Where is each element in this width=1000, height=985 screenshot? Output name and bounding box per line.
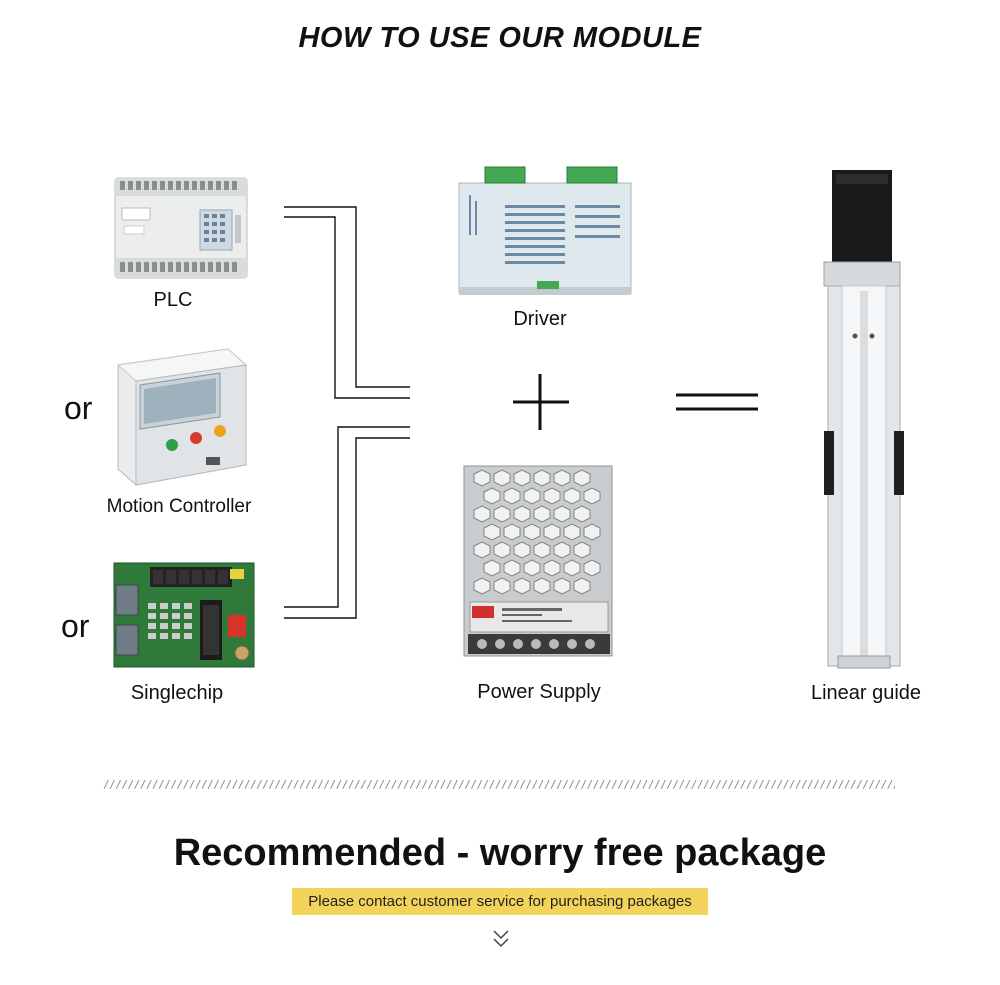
motion-controller-label: Motion Controller: [106, 496, 252, 517]
power-supply-label: Power Supply: [477, 681, 601, 703]
singlechip-board-icon: [110, 555, 260, 670]
or-text-1: or: [64, 390, 93, 426]
linear-guide-label: Linear guide: [810, 682, 922, 704]
or-text-2: or: [61, 608, 90, 644]
driver-icon: [455, 165, 635, 297]
package-headline: Recommended - worry free package: [173, 832, 827, 874]
motion-controller-icon: [110, 345, 250, 490]
plc-icon: [110, 170, 250, 285]
contact-banner: Please contact customer service for purc…: [292, 888, 708, 915]
singlechip-label: Singlechip: [130, 682, 224, 704]
power-supply-icon: [460, 462, 616, 660]
chevron-down-icon[interactable]: [489, 927, 513, 951]
page-title: HOW TO USE OUR MODULE: [298, 22, 702, 54]
plc-label: PLC: [153, 289, 193, 311]
slash-divider: ////////////////////////////////////////…: [103, 778, 895, 791]
driver-label: Driver: [513, 308, 567, 330]
linear-guide-icon: [820, 166, 908, 672]
